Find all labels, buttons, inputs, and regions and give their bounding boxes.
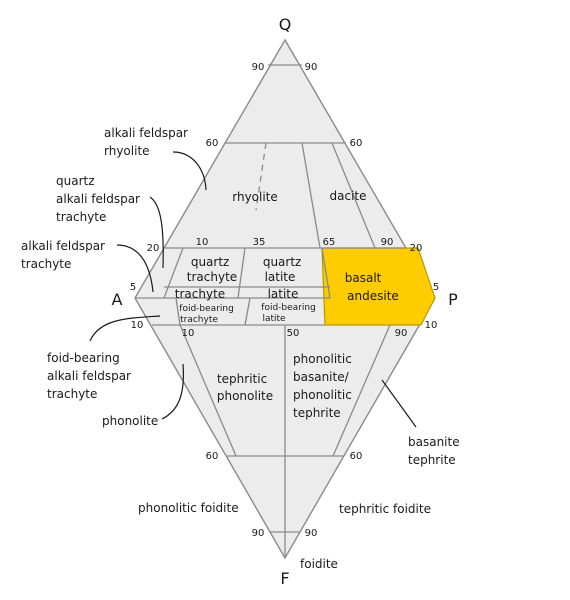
- field-phonolitic-basanite: phonolitic basanite/ phonolitic tephrite: [293, 352, 356, 420]
- tick-q90-left: 90: [252, 62, 265, 73]
- field-latite: latite: [268, 287, 299, 301]
- radial-90-lower: [332, 324, 391, 457]
- tick-10-upper: 10: [196, 237, 209, 248]
- tick-q60-left: 60: [206, 138, 219, 149]
- vertex-f: F: [280, 569, 289, 588]
- tick-f90-left: 90: [252, 528, 265, 539]
- label-foid-bearing-alkali-feldspar-trachyte: foid-bearing alkali feldspar trachyte: [47, 351, 135, 401]
- field-tephritic-phonolite: tephritic phonolite: [217, 372, 273, 403]
- radial-10-upper: [163, 247, 184, 299]
- label-quartz-alkali-feldspar-trachyte: quartz alkali feldspar trachyte: [56, 174, 144, 224]
- field-foid-bearing-trachyte: foid-bearing trachyte: [179, 304, 236, 325]
- rhyolite-dashed-divider: [255, 142, 267, 211]
- label-alkali-feldspar-trachyte: alkali feldspar trachyte: [21, 239, 109, 271]
- radial-10-lower: [179, 324, 237, 457]
- tick-90-upper: 90: [381, 237, 394, 248]
- basalt-andesite-highlight: [321, 247, 436, 326]
- leader-alkali-feldspar-rhyolite: [172, 151, 207, 191]
- tick-f90-right: 90: [305, 528, 318, 539]
- label-basanite-tephrite: basanite tephrite: [408, 435, 463, 467]
- tick-q20-left: 20: [147, 243, 160, 254]
- field-rhyolite: rhyolite: [232, 190, 278, 204]
- radial-35: [237, 247, 246, 299]
- tick-90-lower: 90: [395, 328, 408, 339]
- tick-50-lower: 50: [287, 328, 300, 339]
- radial-65: [301, 142, 321, 249]
- leader-phonolite: [161, 363, 184, 420]
- tick-q5-right: 5: [433, 282, 439, 293]
- radial-90-upper: [331, 142, 376, 249]
- vertex-a: A: [112, 290, 123, 309]
- field-dacite: dacite: [330, 189, 367, 203]
- tick-q5-left: 5: [130, 282, 136, 293]
- leader-quartz-alkali-feldspar-trachyte: [149, 196, 164, 269]
- field-quartz-trachyte: quartz trachyte: [187, 255, 237, 284]
- field-quartz-latite: quartz latite: [263, 255, 305, 284]
- label-phonolite: phonolite: [102, 414, 158, 428]
- radial-35-foid: [244, 297, 251, 326]
- field-trachyte: trachyte: [175, 287, 225, 301]
- tick-65-upper: 65: [323, 237, 336, 248]
- tick-f10-right: 10: [425, 320, 438, 331]
- tick-f60-right: 60: [350, 451, 363, 462]
- vertex-p: P: [448, 290, 458, 309]
- radial-10-foid: [175, 297, 181, 326]
- radial-65-lower: [321, 247, 331, 299]
- label-alkali-feldspar-rhyolite: alkali feldspar rhyolite: [104, 126, 192, 158]
- tick-q20-right: 20: [410, 243, 423, 254]
- label-foidite: foidite: [300, 557, 338, 571]
- vertex-q: Q: [279, 15, 292, 34]
- tick-f10-left: 10: [131, 320, 144, 331]
- label-tephritic-foidite: tephritic foidite: [339, 502, 431, 516]
- tick-q60-right: 60: [350, 138, 363, 149]
- label-phonolitic-foidite: phonolitic foidite: [138, 501, 239, 515]
- field-basalt-andesite: basalt andesite: [345, 271, 399, 303]
- tick-10-lower: 10: [182, 328, 195, 339]
- leader-basanite-tephrite: [381, 379, 417, 428]
- leader-foid-bearing-alkali-feldspar-trachyte: [89, 315, 161, 342]
- tick-q90-right: 90: [305, 62, 318, 73]
- tick-f60-left: 60: [206, 451, 219, 462]
- field-foid-bearing-latite: foid-bearing latite: [261, 303, 318, 324]
- tick-35-upper: 35: [253, 237, 266, 248]
- leader-alkali-feldspar-trachyte: [116, 244, 154, 293]
